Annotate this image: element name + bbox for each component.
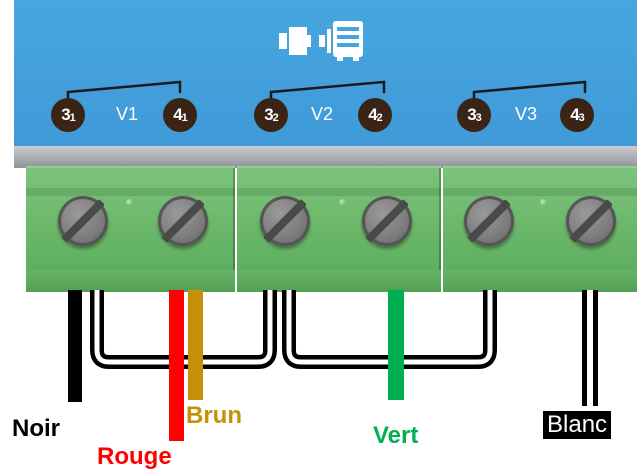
status-led — [540, 199, 547, 206]
motor-icon — [279, 21, 363, 61]
screw-terminal-3-1 — [58, 196, 108, 246]
label-rouge: Rouge — [97, 443, 172, 470]
label-brun: Brun — [186, 402, 242, 429]
relay-switch-symbols — [66, 80, 587, 100]
wire-rouge — [169, 290, 184, 441]
terminal-number: 4 — [173, 105, 183, 124]
relay-module-face — [14, 0, 637, 150]
terminal-number: 3 — [61, 105, 71, 124]
channel-label-v1: V1 — [116, 104, 139, 124]
status-led — [126, 199, 133, 206]
terminal-number: 3 — [264, 105, 274, 124]
screw-terminal-4-3 — [566, 196, 616, 246]
screw-terminal-4-1 — [158, 196, 208, 246]
terminal-subscript: 1 — [69, 112, 76, 124]
screw-terminal-3-3 — [464, 196, 514, 246]
label-blanc: Blanc — [543, 411, 612, 439]
wire-vert — [388, 290, 404, 400]
terminal-subscript: 3 — [475, 112, 482, 124]
terminal-number: 3 — [467, 105, 477, 124]
status-led — [339, 199, 346, 206]
terminal-subscript: 2 — [376, 112, 383, 124]
label-vert: Vert — [373, 422, 419, 449]
wire-noir — [68, 290, 82, 402]
terminal-subscript: 1 — [181, 112, 188, 124]
label-noir: Noir — [12, 415, 60, 442]
din-rail — [14, 146, 637, 168]
wire-blanc — [587, 290, 593, 406]
terminal-subscript: 2 — [272, 112, 279, 124]
terminal-subscript: 3 — [578, 112, 585, 124]
screw-terminal-3-2 — [260, 196, 310, 246]
channel-label-v2: V2 — [311, 104, 334, 124]
terminal-number: 4 — [368, 105, 378, 124]
wire-brun — [188, 290, 203, 400]
channel-label-v3: V3 — [515, 104, 538, 124]
screw-terminal-4-2 — [362, 196, 412, 246]
terminal-number: 4 — [570, 105, 580, 124]
